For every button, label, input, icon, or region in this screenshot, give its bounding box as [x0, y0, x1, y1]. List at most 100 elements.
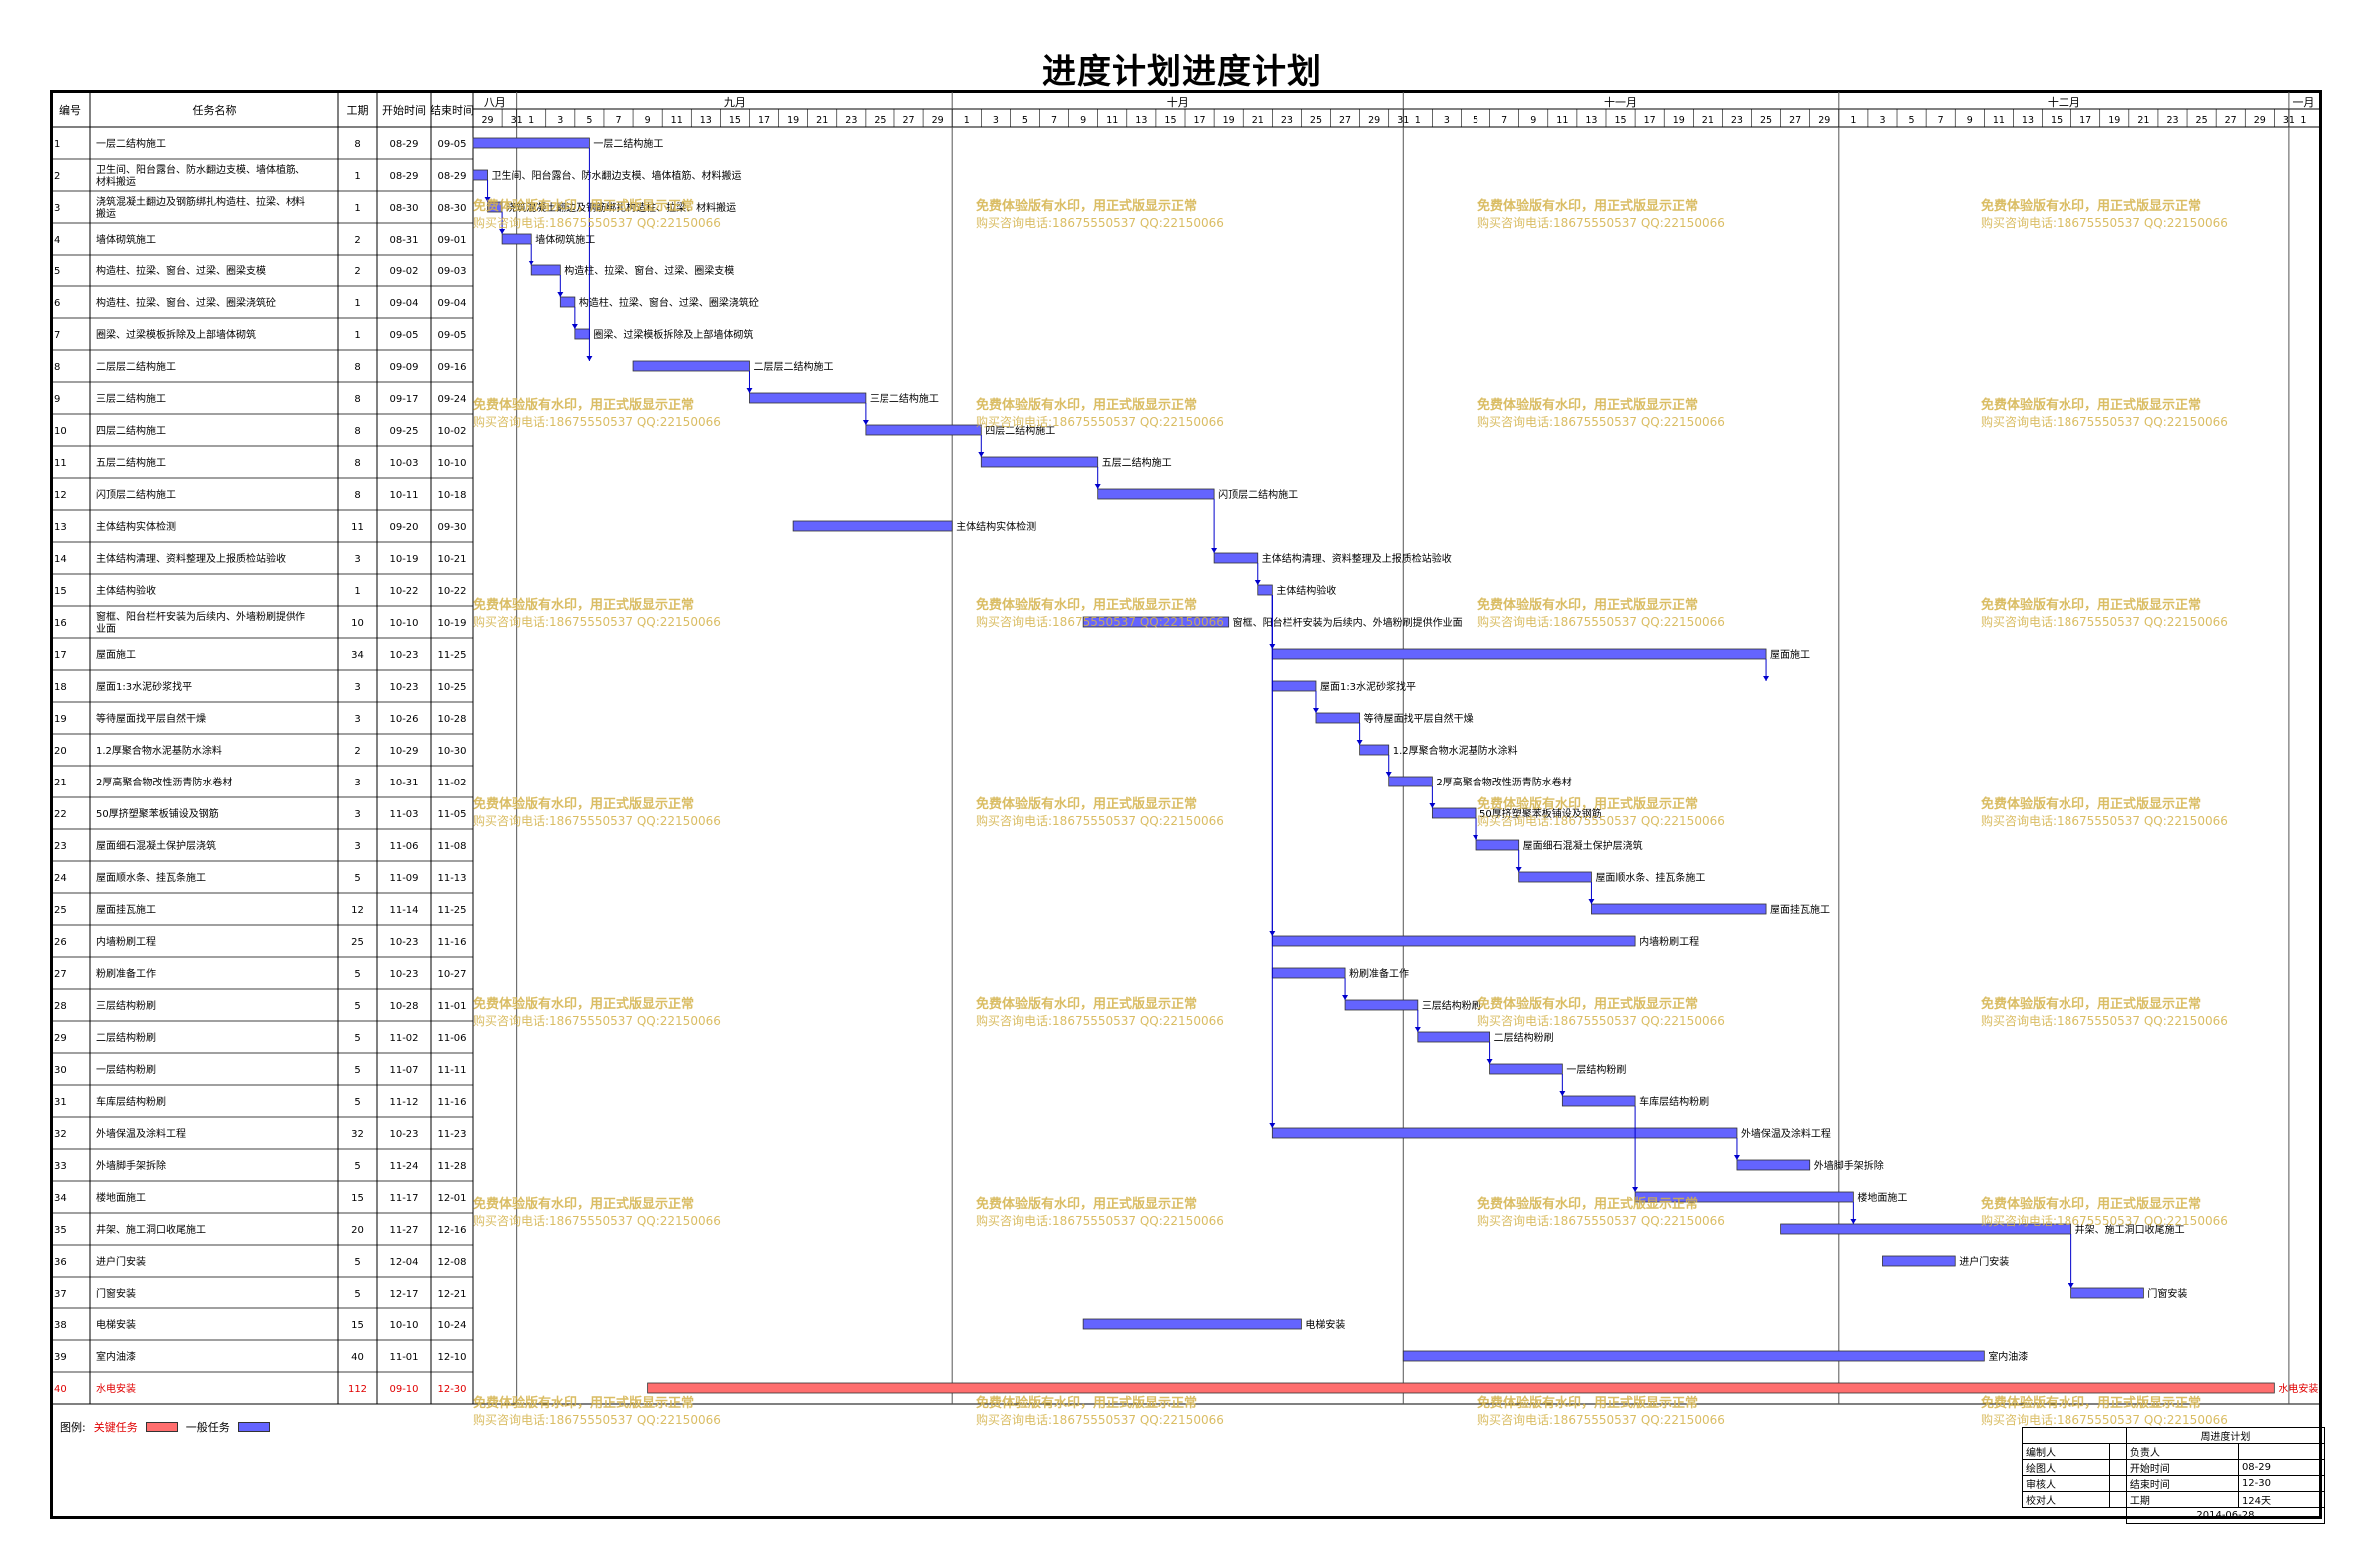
watermark-line2: 购买咨询电话:18675550537 QQ:22150066 — [976, 813, 1224, 828]
watermark-line1: 免费体验版有水印，用正式版显示正常 — [1478, 996, 1698, 1012]
task-duration: 11 — [351, 522, 364, 533]
task-bar — [1097, 488, 1215, 500]
task-name: 一层二结构施工 — [96, 137, 166, 150]
day-label: 11 — [1993, 115, 2005, 126]
day-label: 29 — [482, 115, 494, 126]
task-start: 09-25 — [389, 426, 418, 437]
task-bar-label: 电梯安装 — [1305, 1318, 1345, 1331]
task-end: 10-27 — [437, 969, 466, 980]
task-id: 32 — [54, 1129, 67, 1140]
task-bar-label: 室内油漆 — [1988, 1350, 2028, 1363]
task-bar-label: 墙体砌筑施工 — [535, 233, 595, 246]
task-bar-label: 二层结构粉刷 — [1494, 1031, 1554, 1044]
task-duration: 5 — [354, 873, 360, 884]
task-name-cont: 业面 — [96, 623, 116, 635]
task-bar-label: 闪顶层二结构施工 — [1218, 488, 1298, 501]
watermark-line1: 免费体验版有水印，用正式版显示正常 — [1478, 1196, 1698, 1212]
watermark-line2: 购买咨询电话:18675550537 QQ:22150066 — [1981, 813, 2228, 828]
task-duration: 5 — [354, 1065, 360, 1076]
day-label: 27 — [902, 115, 914, 126]
watermark-line2: 购买咨询电话:18675550537 QQ:22150066 — [473, 1013, 721, 1028]
task-end: 09-16 — [437, 362, 466, 373]
info-cell: 编制人 — [2021, 1443, 2111, 1460]
task-bar — [749, 392, 867, 404]
task-start: 10-10 — [389, 618, 418, 629]
task-bar — [1315, 712, 1361, 724]
day-label: 5 — [1022, 115, 1028, 126]
dependency-arrow — [1342, 995, 1349, 1000]
info-cell: 校对人 — [2021, 1491, 2111, 1508]
month-label: 十月 — [1167, 95, 1189, 109]
task-id: 15 — [54, 586, 67, 597]
task-bar-label: 主体结构验收 — [1276, 584, 1336, 597]
page-title: 进度计划进度计划 — [1042, 52, 1322, 92]
task-duration: 5 — [354, 1097, 360, 1108]
task-start: 08-29 — [389, 139, 418, 150]
day-label: 15 — [2051, 115, 2063, 126]
task-id: 17 — [54, 650, 67, 661]
task-name: 闪顶层二结构施工 — [96, 488, 176, 501]
dependency-arrow — [557, 292, 564, 297]
day-label: 23 — [2166, 115, 2178, 126]
task-name: 主体结构清理、资料整理及上报质检站验收 — [96, 552, 286, 565]
task-duration: 8 — [354, 394, 360, 405]
task-start: 08-31 — [389, 235, 418, 246]
task-bar-label: 2厚高聚合物改性沥青防水卷材 — [1436, 776, 1571, 788]
info-cell — [2109, 1491, 2127, 1508]
task-start: 10-23 — [389, 650, 418, 661]
task-id: 24 — [54, 873, 67, 884]
task-bar — [1417, 1031, 1490, 1043]
task-name: 二层结构粉刷 — [96, 1031, 156, 1044]
task-end: 10-18 — [437, 490, 466, 501]
dependency-arrow — [1763, 676, 1770, 681]
task-start: 11-06 — [389, 841, 418, 852]
task-bar — [1475, 839, 1520, 851]
task-start: 10-10 — [389, 1320, 418, 1331]
task-name: 楼地面施工 — [96, 1191, 146, 1204]
task-bar — [865, 424, 982, 436]
task-start: 10-31 — [389, 778, 418, 788]
info-cell: 工期 — [2125, 1491, 2239, 1508]
day-label: 29 — [932, 115, 944, 126]
task-duration: 1 — [354, 586, 360, 597]
task-duration: 5 — [354, 1033, 360, 1044]
dependency-arrow — [1632, 1187, 1639, 1192]
watermark-line2: 购买咨询电话:18675550537 QQ:22150066 — [976, 1412, 1224, 1427]
watermark-line1: 免费体验版有水印，用正式版显示正常 — [473, 796, 694, 812]
task-bar — [1344, 999, 1419, 1011]
day-label: 29 — [1818, 115, 1830, 126]
dependency-arrow — [1429, 803, 1436, 808]
task-duration: 3 — [354, 714, 360, 725]
day-label: 13 — [1585, 115, 1597, 126]
task-bar — [792, 520, 953, 532]
task-duration: 5 — [354, 1257, 360, 1268]
dependency-arrow — [1094, 484, 1101, 489]
day-label: 29 — [2254, 115, 2266, 126]
task-id: 31 — [54, 1097, 67, 1108]
day-label: 25 — [874, 115, 886, 126]
task-name: 一层结构粉刷 — [96, 1063, 156, 1076]
month-label: 十一月 — [1604, 95, 1637, 109]
task-bar-label: 三层二结构施工 — [870, 392, 939, 405]
task-bar — [1780, 1223, 2072, 1235]
task-id: 23 — [54, 841, 67, 852]
dependency-arrow — [2068, 1283, 2074, 1288]
watermark-line1: 免费体验版有水印，用正式版显示正常 — [976, 996, 1197, 1012]
dependency-arrow — [499, 229, 506, 234]
day-label: 9 — [1530, 115, 1536, 126]
watermark-line2: 购买咨询电话:18675550537 QQ:22150066 — [1478, 215, 1725, 230]
legend: 图例: 关键任务 一般任务 — [60, 1419, 270, 1435]
day-label: 23 — [1281, 115, 1293, 126]
task-id: 5 — [54, 266, 60, 277]
task-name: 三层二结构施工 — [96, 392, 166, 405]
day-label: 19 — [1223, 115, 1235, 126]
task-name: 等待屋面找平层自然干燥 — [96, 712, 206, 725]
info-cell — [2109, 1475, 2127, 1492]
task-bar-label: 圈梁、过梁模板拆除及上部墙体砌筑 — [593, 328, 753, 341]
day-label: 5 — [586, 115, 592, 126]
dependency-arrow — [1588, 899, 1595, 904]
task-duration: 8 — [354, 490, 360, 501]
watermark-line2: 购买咨询电话:18675550537 QQ:22150066 — [473, 1412, 721, 1427]
task-start: 11-17 — [389, 1193, 418, 1204]
